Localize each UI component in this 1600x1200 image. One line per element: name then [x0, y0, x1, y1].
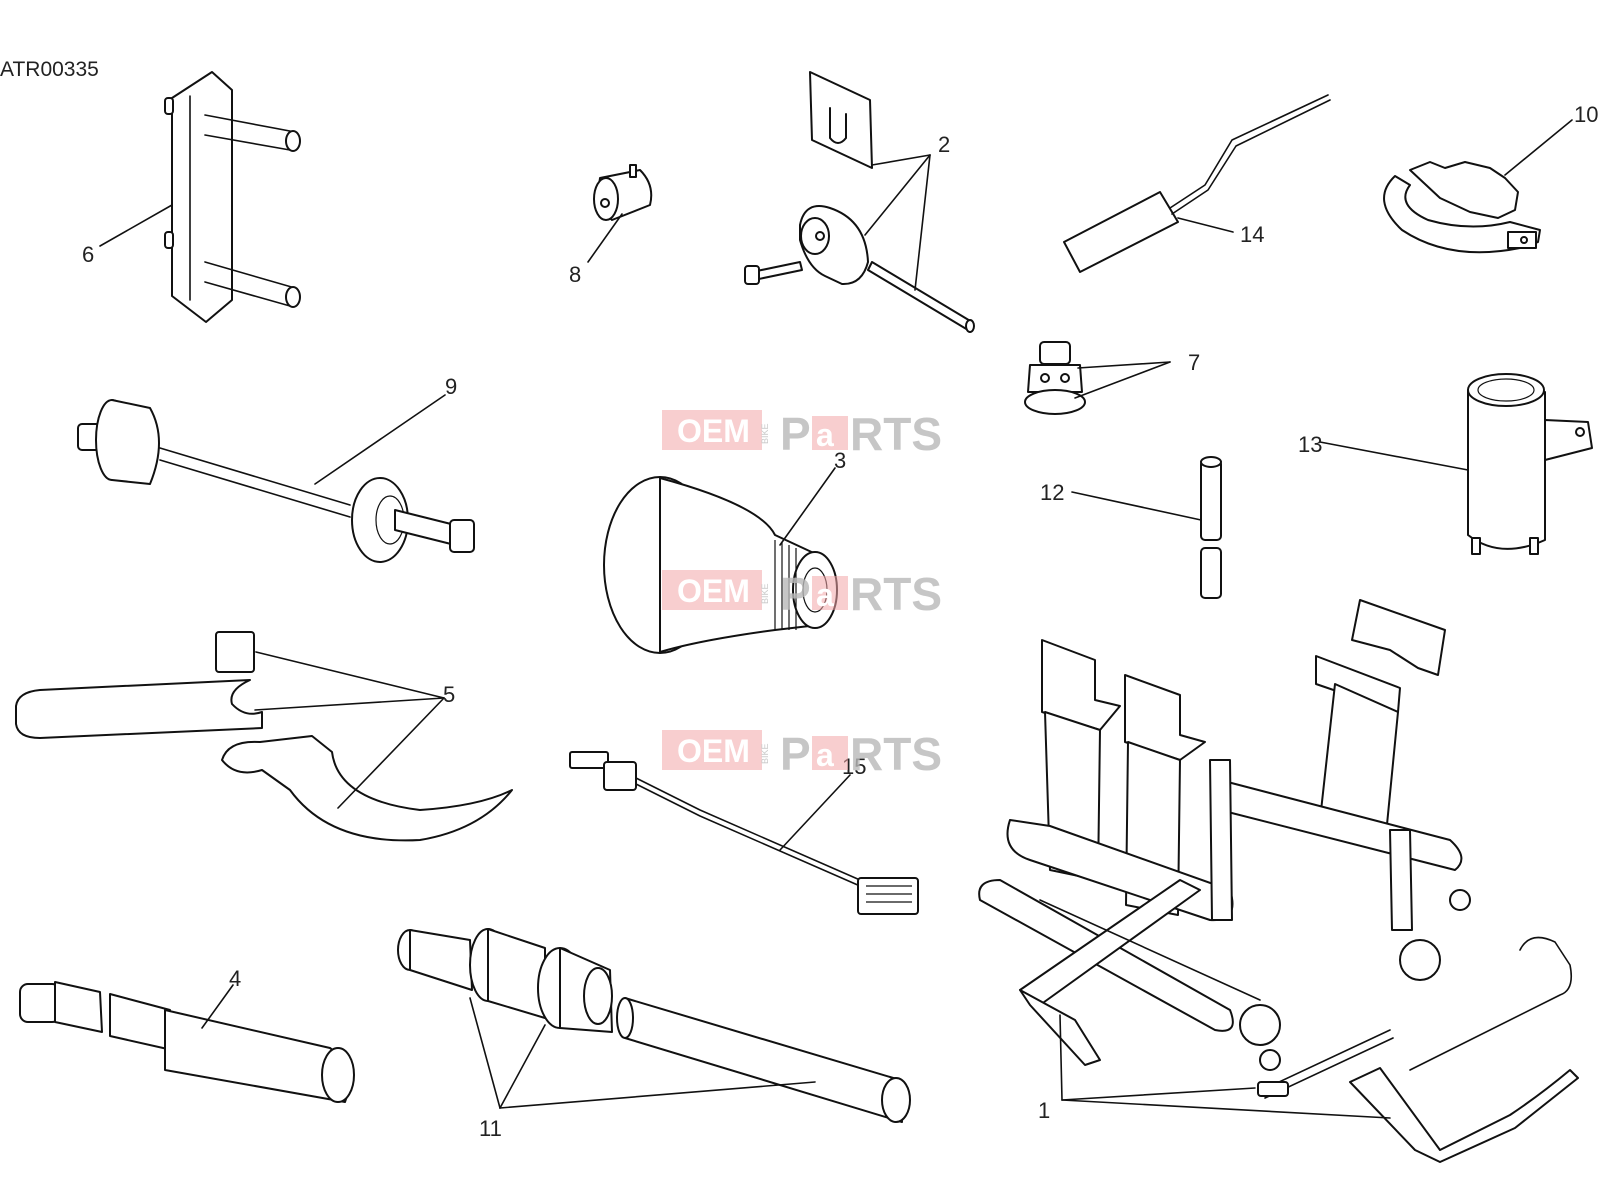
watermark-rts-text: RTS [850, 568, 942, 620]
part-9-puller [77, 399, 475, 563]
watermark-1: OEM BIKE P a RTS [662, 408, 942, 460]
part-7-extractor [1024, 341, 1086, 415]
callout-14: 14 [1240, 222, 1264, 247]
part-11-bearing-driver-set [397, 928, 911, 1123]
part-2-setting-tool [744, 71, 975, 333]
callout-2: 2 [938, 132, 950, 157]
watermark-a-text: a [816, 737, 834, 773]
watermark-bike-text: BIKE [760, 423, 770, 444]
part-5-retaining-tool [15, 631, 513, 842]
part-12-pin [1200, 456, 1222, 599]
callout-7: 7 [1188, 350, 1200, 375]
part-8-bushing [593, 164, 653, 221]
part-4-drift [19, 981, 355, 1103]
part-14-probe-tool [1063, 94, 1331, 273]
watermark-a-text: a [816, 577, 834, 613]
callout-12: 12 [1040, 480, 1064, 505]
part-13-socket-tool [1467, 373, 1593, 555]
callout-3: 3 [834, 448, 846, 473]
callout-11: 11 [479, 1116, 502, 1141]
callout-8: 8 [569, 262, 581, 287]
callout-4: 4 [229, 966, 241, 991]
callout-13: 13 [1298, 432, 1322, 457]
watermark-rts-text: RTS [850, 408, 942, 460]
watermark-oem-text: OEM [677, 573, 750, 609]
watermark-a-text: a [816, 417, 834, 453]
part-3-threaded-flange [603, 476, 838, 654]
drawing-code: ATR00335 [0, 58, 99, 81]
watermark-p-text: P [780, 408, 811, 460]
watermark-oem-text: OEM [677, 413, 750, 449]
watermark-p-text: P [780, 728, 811, 780]
callout-10: 10 [1574, 102, 1598, 127]
watermark-rts-text: RTS [850, 728, 942, 780]
watermark-bike-text: BIKE [760, 583, 770, 604]
callout-1: 1 [1038, 1098, 1050, 1123]
watermark-3: OEM BIKE P a RTS [662, 728, 942, 780]
watermark-p-text: P [780, 568, 811, 620]
callout-9: 9 [445, 374, 457, 399]
callout-6: 6 [82, 242, 94, 267]
part-6-frame-tool [164, 71, 301, 323]
leader-lines [99, 119, 1573, 1119]
watermark-oem-text: OEM [677, 733, 750, 769]
watermark-2: OEM BIKE P a RTS [662, 568, 942, 620]
callout-5: 5 [443, 682, 455, 707]
watermark-bike-text: BIKE [760, 743, 770, 764]
part-1-motorcycle-stand [978, 599, 1579, 1163]
part-15-cable [569, 751, 919, 915]
part-10-ring-spanner [1383, 161, 1541, 254]
